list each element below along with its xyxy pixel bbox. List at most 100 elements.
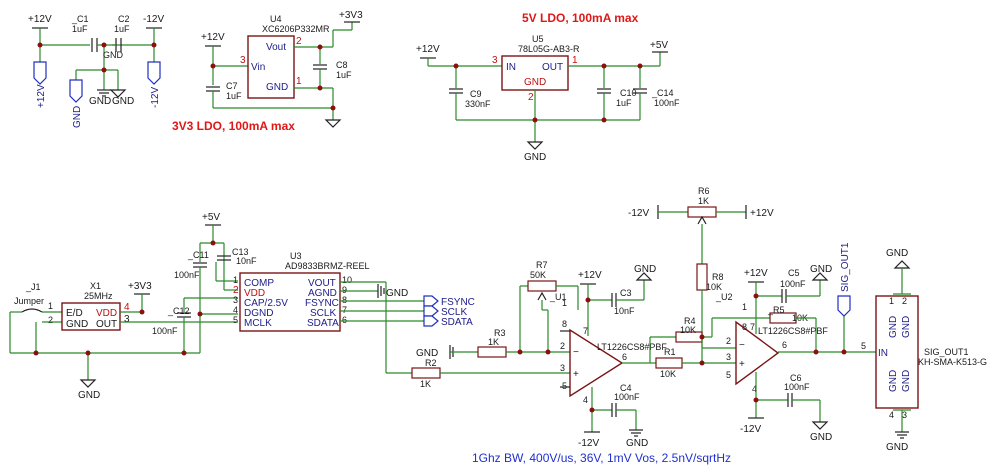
u3-pin-agnd: AGND: [308, 288, 337, 299]
svg-text:3: 3: [726, 352, 731, 362]
u2-ref: _U2: [715, 292, 733, 302]
svg-text:1: 1: [562, 298, 567, 308]
c9-value: 330nF: [465, 99, 491, 109]
rail-label-p12: +12V: [28, 14, 52, 25]
u4-ref: U4: [270, 14, 282, 24]
x1-pin-out: OUT: [96, 319, 117, 330]
r3-gnd-label: GND: [416, 348, 438, 359]
svg-text:3: 3: [902, 410, 907, 420]
offset-network: -12V R6 1K +12V R8 10K: [628, 186, 774, 363]
u3-agnd-label: GND: [386, 288, 408, 299]
u2-opamp-body: [735, 320, 780, 386]
u2-pos-rail: +12V: [744, 268, 768, 279]
sma-ref: SIG_OUT1: [924, 347, 969, 357]
r3-ref: R3: [494, 328, 506, 338]
svg-text:−: −: [739, 340, 745, 351]
gnd-flag-label: GND: [72, 106, 83, 128]
c2-value: 1uF: [114, 24, 130, 34]
u4-input-rail: +12V: [201, 32, 225, 43]
c9-ref: C9: [470, 89, 482, 99]
u1-part: LT1226CS8#PBF: [597, 342, 667, 352]
svg-text:9: 9: [342, 285, 347, 295]
supply-decoupling-block: +12V -12V _C1 1uF C2 1uF GND +12V GND -1…: [28, 14, 164, 128]
svg-text:−: −: [573, 347, 579, 358]
ldo-3v3-block: +12V C7 1uF U4 XC6206P332MR Vin Vout GND…: [201, 10, 363, 128]
decoupling-gnd-label: GND: [103, 50, 124, 60]
u5-pin-out: OUT: [542, 62, 563, 73]
svg-text:1: 1: [296, 76, 302, 87]
ground-icon: [526, 141, 544, 150]
u4-part: XC6206P332MR: [262, 24, 330, 34]
c14-value: 100nF: [654, 98, 680, 108]
c1-ref: _C1: [71, 14, 89, 24]
svg-text:2: 2: [726, 336, 731, 346]
c3-gnd-label: GND: [634, 264, 656, 275]
svg-text:2: 2: [48, 315, 53, 325]
x1-pin-vdd: VDD: [96, 308, 117, 319]
u5-ref: U5: [532, 34, 544, 44]
svg-text:2: 2: [296, 36, 302, 47]
r6-potentiometer: [687, 206, 717, 218]
sma-pin-in: IN: [878, 348, 888, 359]
svg-text:1: 1: [48, 301, 53, 311]
sma-gnd-top-label: GND: [886, 248, 908, 259]
fsync-label: FSYNC: [441, 297, 475, 308]
c11-value: 100nF: [174, 270, 200, 280]
x1-pin-gnd: GND: [66, 319, 88, 330]
svg-text:2: 2: [560, 341, 565, 351]
svg-text:+: +: [739, 359, 745, 370]
c6-value: 100nF: [784, 382, 810, 392]
ground-icon: [893, 260, 911, 269]
svg-text:3: 3: [560, 363, 565, 373]
svg-text:3: 3: [124, 314, 130, 325]
j1-ref: _J1: [25, 282, 41, 292]
ground-icon: [324, 119, 342, 128]
r1-ref: R1: [664, 347, 676, 357]
gnd-label-2: GND: [112, 96, 134, 107]
sclk-label: SCLK: [441, 307, 467, 318]
u3-pin-mclk: MCLK: [244, 318, 272, 329]
ground-icon: [109, 89, 127, 98]
ground-icon: [97, 89, 111, 97]
c7-value: 1uF: [226, 91, 242, 101]
u4-pin-vin: Vin: [251, 62, 265, 73]
r3-value: 1K: [488, 337, 499, 347]
ldo-5v-block: +12V C9 330nF U5 78L05G-AB3-R IN OUT GND…: [416, 34, 680, 163]
jumper-icon: [21, 308, 43, 313]
x1-value: 25MHz: [84, 291, 113, 301]
u3-pin-comp: COMP: [244, 278, 274, 289]
r3-resistor: [477, 346, 507, 358]
u5-pin-gnd: GND: [524, 77, 546, 88]
sclk-port-icon: [423, 305, 439, 317]
u3-supply-rail: +5V: [202, 212, 220, 223]
u2-neg-rail: -12V: [740, 424, 761, 435]
r7-value: 50K: [530, 270, 546, 280]
wiper-arrow-icon: [697, 215, 707, 225]
r7-ref: R7: [536, 260, 548, 270]
m12-flag-label: -12V: [150, 87, 161, 108]
p12-flag-label: +12V: [36, 84, 47, 108]
u4-regulator-body: [247, 35, 295, 99]
u1-pos-rail: +12V: [578, 270, 602, 281]
ground-icon: [811, 421, 829, 430]
wiper-arrow-icon: [537, 291, 547, 301]
svg-text:8: 8: [342, 295, 347, 305]
rail-label-m12: -12V: [143, 14, 164, 25]
svg-text:3: 3: [240, 55, 246, 66]
svg-text:1: 1: [572, 55, 578, 66]
r6-ref: R6: [698, 186, 710, 196]
c6-gnd-label: GND: [810, 432, 832, 443]
u3-pin-cap: CAP/2.5V: [244, 298, 288, 309]
c3-value: 10nF: [614, 306, 635, 316]
u4-output-rail: +3V3: [339, 10, 363, 21]
c3-ref: C3: [620, 288, 632, 298]
j1-value: Jumper: [14, 296, 44, 306]
opamp-stage-2: R4 10K R1 10K − + 2 3 1 8 5 7 4 6 _U2 LT…: [650, 242, 876, 443]
fsync-port-icon: [423, 295, 439, 307]
svg-text:7: 7: [342, 305, 347, 315]
heading-5v-ldo: 5V LDO, 100mA max: [522, 11, 639, 25]
svg-text:2: 2: [528, 92, 534, 103]
ground-icon: [635, 272, 653, 281]
svg-text:6: 6: [782, 340, 787, 350]
